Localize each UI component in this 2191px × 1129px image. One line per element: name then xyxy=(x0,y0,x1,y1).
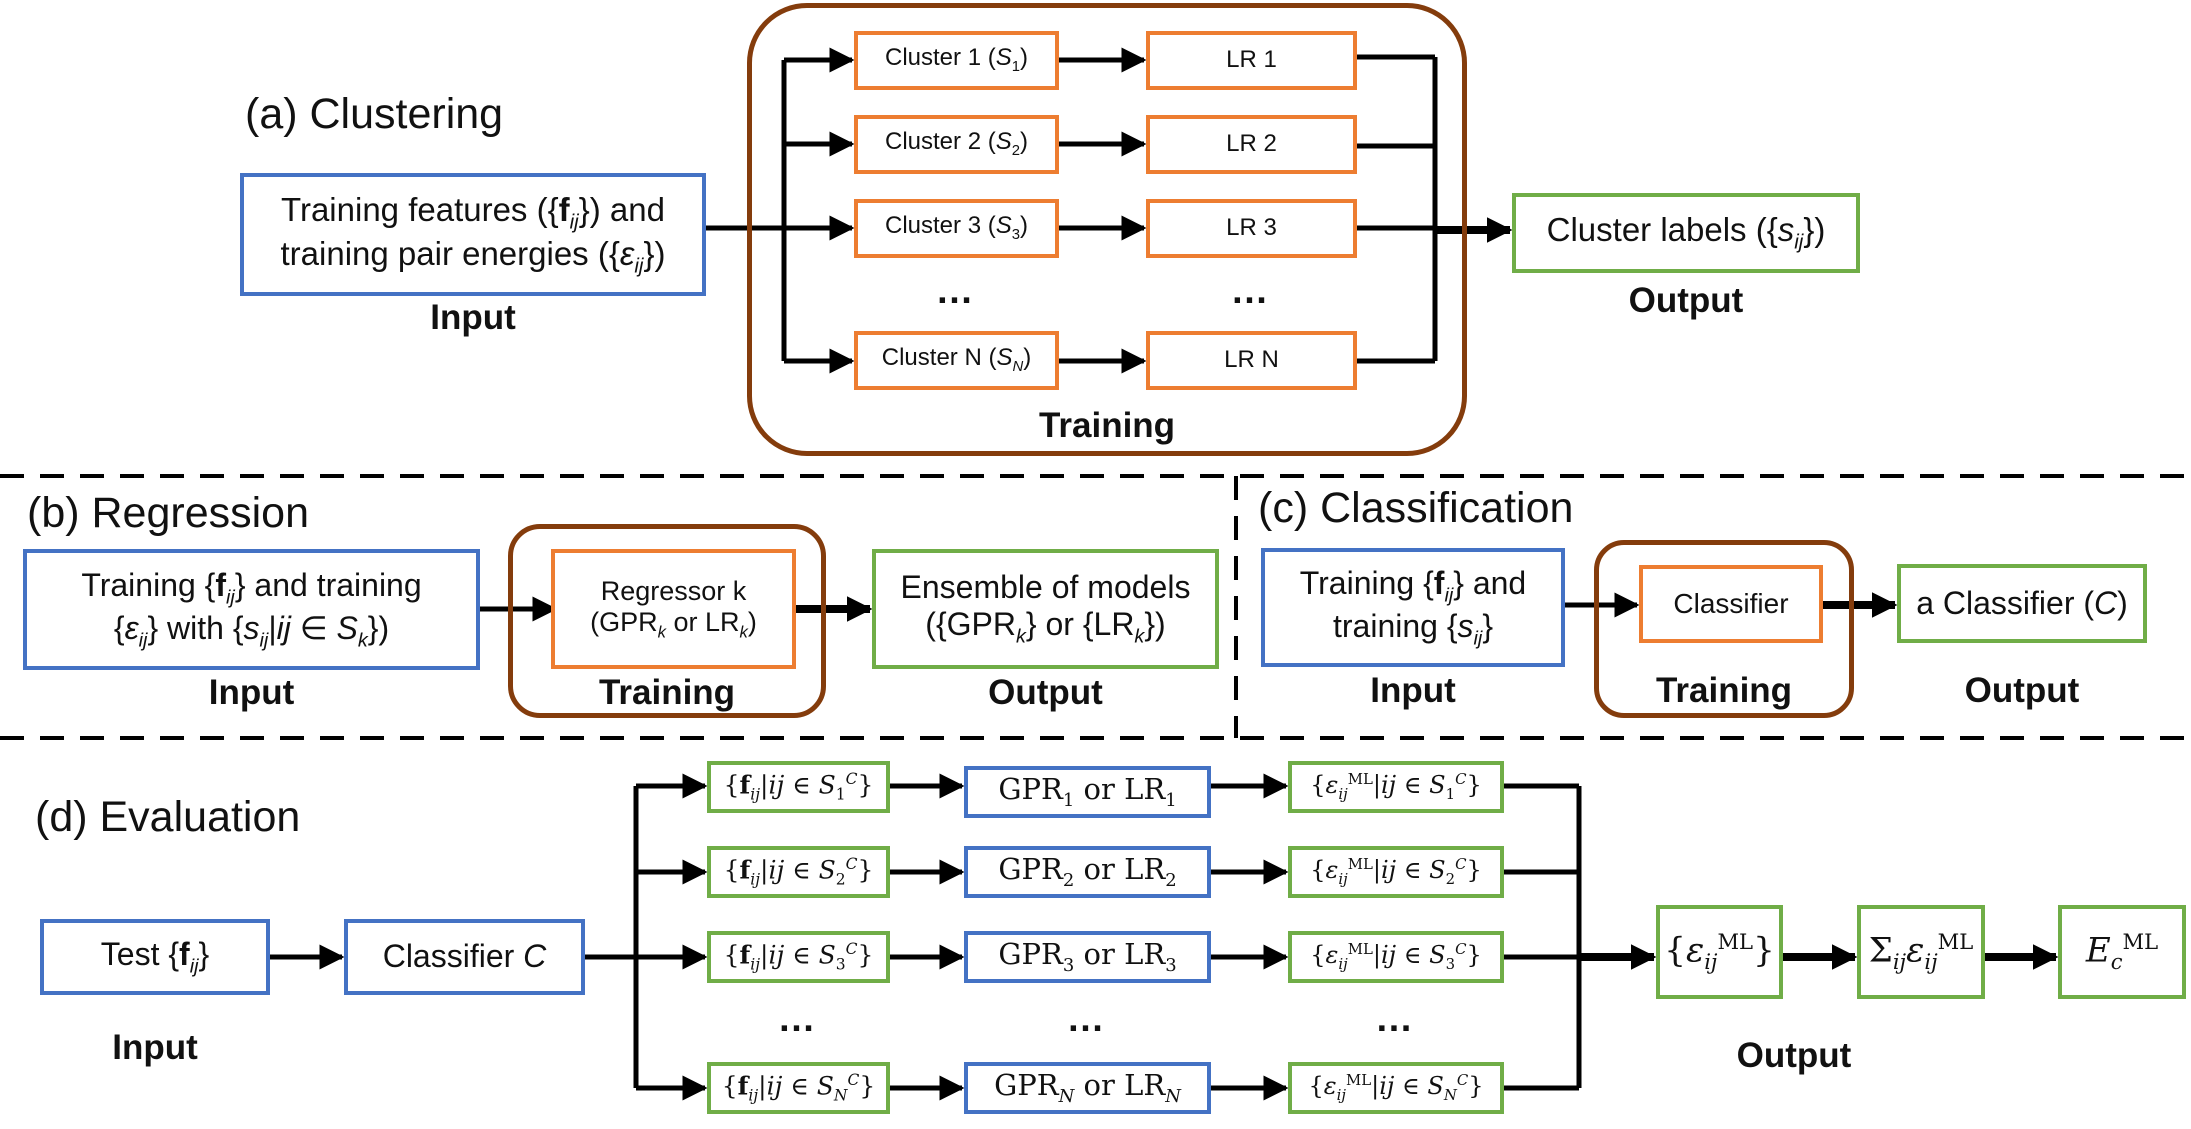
clustering-output-box: Cluster labels ({sij}) xyxy=(1512,193,1860,273)
regression-output-label: Output xyxy=(988,673,1103,712)
prediction-2-box: {εijML|ij ∈ S2C} xyxy=(1288,846,1504,898)
lr-n-box: LR N xyxy=(1146,331,1357,390)
model-n-box: GPRN or LRN xyxy=(964,1062,1211,1114)
evaluation-preds-ellipsis: … xyxy=(1375,998,1417,1040)
cluster-2-text: Cluster 2 (S2) xyxy=(885,128,1028,160)
prediction-1-box: {εijML|ij ∈ S1C} xyxy=(1288,761,1504,813)
evaluation-classifier-text: Classifier C xyxy=(382,938,547,975)
regression-training-label: Training xyxy=(598,673,736,712)
classification-output-label: Output xyxy=(1964,671,2080,710)
lr-2-text: LR 2 xyxy=(1226,130,1277,158)
cluster-3-box: Cluster 3 (S3) xyxy=(854,199,1059,258)
classifier-box: Classifier xyxy=(1639,565,1823,643)
evaluation-features-ellipsis: … xyxy=(777,998,820,1040)
lr-1-box: LR 1 xyxy=(1146,31,1357,90)
lr-3-box: LR 3 xyxy=(1146,199,1357,258)
regression-input-box: Training {fij} and training{εij} with {s… xyxy=(23,549,480,670)
prediction-n-box: {εijML|ij ∈ SNC} xyxy=(1288,1062,1504,1114)
regression-input-label: Input xyxy=(208,673,295,712)
prediction-1-text: {εijML|ij ∈ S1C} xyxy=(1310,769,1482,803)
test-features-1-box: {fij|ij ∈ S1C} xyxy=(707,761,890,813)
clustering-input-label: Input xyxy=(430,298,516,337)
evaluation-input-label: Input xyxy=(112,1028,198,1067)
test-features-3-text: {fij|ij ∈ S3C} xyxy=(723,940,874,974)
classification-output-box: a Classifier (C) xyxy=(1897,564,2147,643)
regression-title: (b) Regression xyxy=(27,489,309,537)
prediction-n-text: {εijML|ij ∈ SNC} xyxy=(1308,1070,1484,1104)
prediction-3-text: {εijML|ij ∈ S3C} xyxy=(1310,939,1482,973)
correlation-energy-text: EcML xyxy=(2085,928,2159,974)
cluster-3-text: Cluster 3 (S3) xyxy=(885,212,1028,244)
cluster-1-text: Cluster 1 (S1) xyxy=(885,44,1028,76)
clustering-title: (a) Clustering xyxy=(245,90,504,138)
test-features-1-text: {fij|ij ∈ S1C} xyxy=(723,770,874,804)
test-features-3-box: {fij|ij ∈ S3C} xyxy=(707,931,890,983)
evaluation-classifier-box: Classifier C xyxy=(344,919,585,995)
classification-title: (c) Classification xyxy=(1258,484,1574,532)
classification-output-text: a Classifier (C) xyxy=(1916,584,2128,621)
classification-training-label: Training xyxy=(1655,671,1793,710)
regressor-box: Regressor k(GPRk or LRk) xyxy=(551,549,796,669)
test-features-2-text: {fij|ij ∈ S2C} xyxy=(723,855,874,889)
regression-output-text: Ensemble of models({GPRk} or {LRk}) xyxy=(900,568,1191,648)
evaluation-output-label: Output xyxy=(1736,1036,1852,1075)
evaluation-title: (d) Evaluation xyxy=(35,793,301,841)
lr-3-text: LR 3 xyxy=(1226,214,1277,242)
correlation-energy-box: EcML xyxy=(2058,905,2186,999)
model-2-text: GPR2 or LR2 xyxy=(998,852,1177,892)
clustering-training-label: Training xyxy=(1038,406,1176,445)
regression-output-box: Ensemble of models({GPRk} or {LRk}) xyxy=(872,549,1219,669)
prediction-2-text: {εijML|ij ∈ S2C} xyxy=(1310,854,1482,888)
test-features-n-box: {fij|ij ∈ SNC} xyxy=(707,1062,890,1114)
evaluation-input-box: Test {fij} xyxy=(40,919,270,995)
classifier-text: Classifier xyxy=(1673,588,1789,620)
classification-input-label: Input xyxy=(1370,671,1456,710)
evaluation-models-ellipsis: … xyxy=(1066,998,1109,1040)
model-3-box: GPR3 or LR3 xyxy=(964,931,1211,983)
model-2-box: GPR2 or LR2 xyxy=(964,846,1211,898)
lr-1-text: LR 1 xyxy=(1226,46,1277,74)
test-features-2-box: {fij|ij ∈ S2C} xyxy=(707,846,890,898)
model-1-text: GPR1 or LR1 xyxy=(998,772,1177,812)
cluster-n-box: Cluster N (SN) xyxy=(854,331,1059,390)
model-3-text: GPR3 or LR3 xyxy=(998,937,1177,977)
sum-predictions-text: ΣijεijML xyxy=(1868,928,1974,974)
model-1-box: GPR1 or LR1 xyxy=(964,766,1211,818)
clustering-cluster-ellipsis: … xyxy=(935,270,978,312)
test-features-n-text: {fij|ij ∈ SNC} xyxy=(721,1071,876,1105)
lr-2-box: LR 2 xyxy=(1146,115,1357,174)
collected-predictions-text: {εijML} xyxy=(1664,928,1775,974)
lr-n-text: LR N xyxy=(1224,346,1279,374)
clustering-training-frame xyxy=(747,3,1467,456)
cluster-2-box: Cluster 2 (S2) xyxy=(854,115,1059,174)
collected-predictions-box: {εijML} xyxy=(1656,905,1783,999)
clustering-lr-ellipsis: … xyxy=(1230,270,1273,312)
clustering-output-text: Cluster labels ({sij}) xyxy=(1546,211,1826,254)
cluster-n-text: Cluster N (SN) xyxy=(881,344,1032,376)
clustering-output-label: Output xyxy=(1628,281,1744,320)
classification-training-frame xyxy=(1594,540,1854,718)
evaluation-input-text: Test {fij} xyxy=(100,935,210,977)
prediction-3-box: {εijML|ij ∈ S3C} xyxy=(1288,931,1504,983)
regression-training-frame xyxy=(508,524,826,718)
regressor-text: Regressor k(GPRk or LRk) xyxy=(590,575,757,642)
model-n-text: GPRN or LRN xyxy=(994,1068,1181,1108)
sum-predictions-box: ΣijεijML xyxy=(1857,905,1985,999)
regression-input-text: Training {fij} and training{εij} with {s… xyxy=(81,566,422,651)
cluster-1-box: Cluster 1 (S1) xyxy=(854,31,1059,90)
